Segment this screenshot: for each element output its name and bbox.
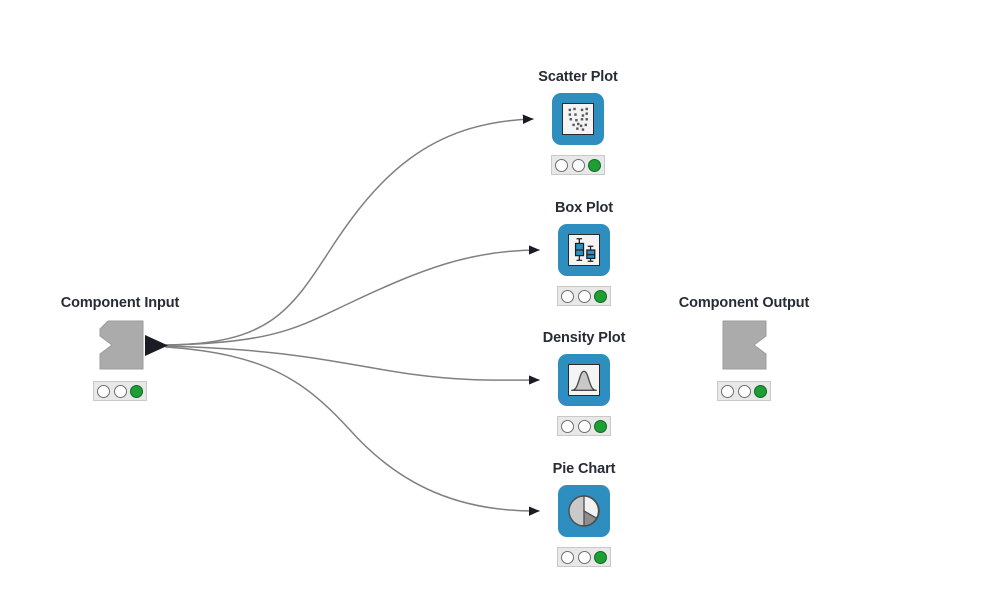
node-label-box-plot: Box Plot xyxy=(554,200,614,216)
status-bar-box-plot xyxy=(557,286,611,306)
node-body-box-plot[interactable] xyxy=(558,224,610,276)
status-led-2 xyxy=(113,384,127,398)
pie-chart-icon xyxy=(567,494,601,528)
output-port-marker xyxy=(145,335,168,356)
node-label-component-input: Component Input xyxy=(60,295,180,311)
connection-input-to-piechart xyxy=(165,346,540,516)
status-bar-component-input xyxy=(93,381,147,401)
box-plot-icon xyxy=(568,234,600,266)
status-led-1 xyxy=(721,384,735,398)
status-led-1 xyxy=(561,550,575,564)
connection-input-to-density xyxy=(165,345,540,385)
component-output-icon xyxy=(720,320,770,370)
node-label-scatter-plot: Scatter Plot xyxy=(538,69,618,85)
status-led-3 xyxy=(593,419,607,433)
status-bar-component-output xyxy=(717,381,771,401)
status-bar-pie-chart xyxy=(557,547,611,567)
status-led-3 xyxy=(753,384,767,398)
status-led-1 xyxy=(561,419,575,433)
density-plot-icon xyxy=(568,364,600,396)
node-label-density-plot: Density Plot xyxy=(542,330,626,346)
status-led-2 xyxy=(737,384,751,398)
status-bar-scatter-plot xyxy=(551,155,605,175)
status-led-3 xyxy=(593,289,607,303)
status-led-1 xyxy=(97,384,111,398)
status-led-2 xyxy=(571,158,585,172)
node-body-density-plot[interactable] xyxy=(558,354,610,406)
node-body-pie-chart[interactable] xyxy=(558,485,610,537)
status-led-3 xyxy=(593,550,607,564)
node-label-component-output: Component Output xyxy=(678,295,810,311)
status-led-2 xyxy=(577,289,591,303)
node-body-scatter-plot[interactable] xyxy=(552,93,604,145)
status-led-1 xyxy=(555,158,569,172)
component-input-icon xyxy=(96,320,146,370)
status-led-2 xyxy=(577,419,591,433)
status-led-1 xyxy=(561,289,575,303)
status-led-3 xyxy=(129,384,143,398)
node-label-pie-chart: Pie Chart xyxy=(552,461,616,477)
scatter-plot-icon xyxy=(562,103,594,135)
status-led-3 xyxy=(587,158,601,172)
connection-input-to-scatter xyxy=(165,114,534,346)
status-bar-density-plot xyxy=(557,416,611,436)
status-led-2 xyxy=(577,550,591,564)
connection-input-to-boxplot xyxy=(165,245,540,346)
